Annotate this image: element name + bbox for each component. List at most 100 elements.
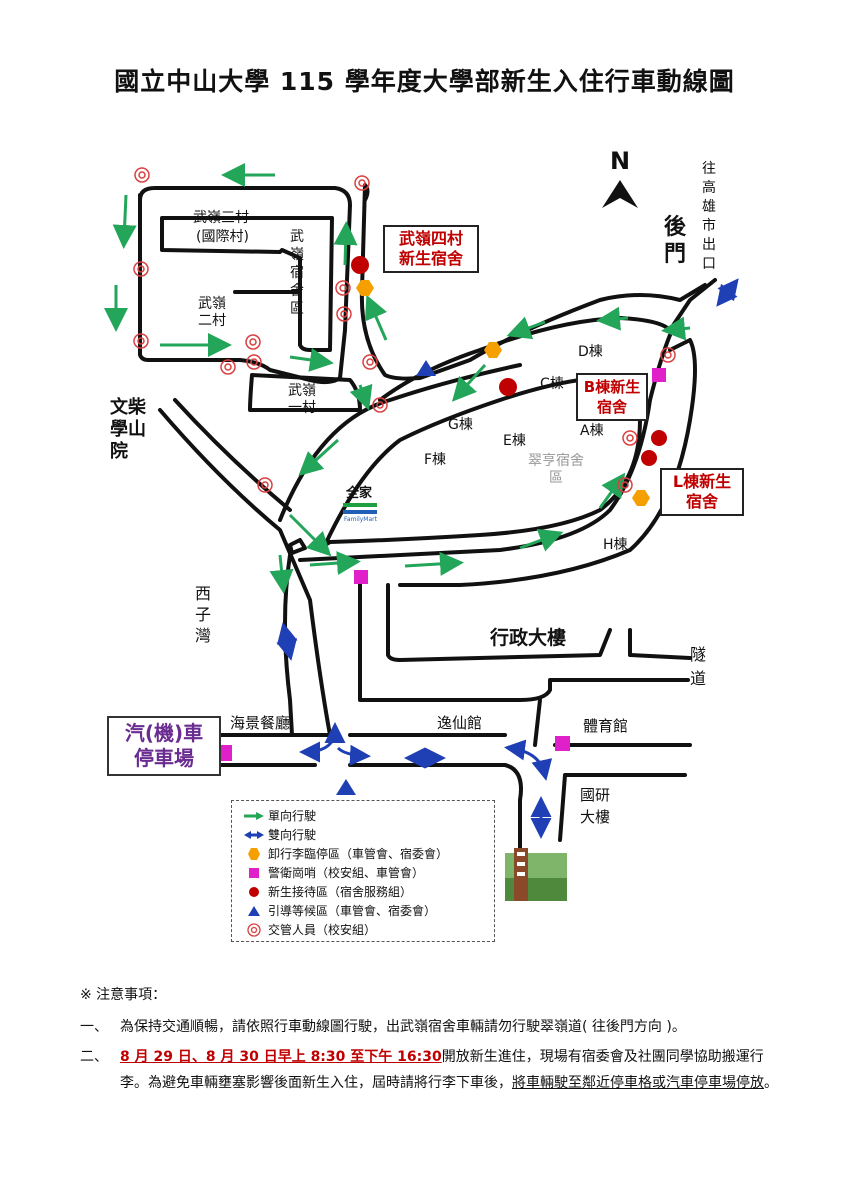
legend-item: 卸行李臨停區（車管會、宿委會） (240, 844, 494, 863)
green-arrow-icon (506, 316, 546, 340)
green-arrow-icon (269, 554, 294, 594)
tower-picture (505, 848, 567, 901)
to-kaohsiung-label: 往高雄市出口 (702, 161, 716, 272)
target-circle-icon (257, 477, 273, 493)
wuling2-label: 武嶺二村 (198, 296, 226, 329)
e-building-label: E棟 (503, 433, 526, 449)
target-circle-icon (362, 354, 378, 370)
target-circle-icon (133, 333, 149, 349)
legend: 單向行駛 雙向行駛 卸行李臨停區（車管會、宿委會） 警衛崗哨（校安組、車管會） … (231, 800, 495, 942)
cuiheng-dorm-area-label: 翠亨宿舍區 (528, 453, 584, 486)
one-way-arrows (104, 163, 691, 594)
green-arrow-icon (598, 472, 626, 509)
familymart-logo (343, 503, 377, 514)
note-1: 一、 為保持交通順暢，請依照行車動線圖行駛，出武嶺宿舍車輛請勿行駛翠嶺道( 往後… (80, 1014, 780, 1040)
gym-label: 體育館 (583, 717, 629, 735)
north-label: N (610, 147, 631, 175)
target-circle-icon (247, 922, 261, 937)
note-2-emphasis: 將車輛駛至鄰近停車格或汽車停車場停放 (512, 1075, 764, 1091)
wuling3-sub-label: (國際村) (196, 229, 249, 245)
blue-fork-arrow-icon (299, 734, 337, 763)
target-circle-icon (617, 477, 633, 493)
guard-posts (216, 368, 666, 761)
tunnel-label: 隧道 (690, 645, 707, 688)
orange-hexagon-icon (484, 342, 502, 358)
notes-header: ※ 注意事項： (80, 987, 167, 1003)
green-arrow-icon (349, 383, 373, 411)
green-arrow-icon (404, 551, 464, 576)
orange-hexagon-icon (632, 490, 650, 506)
legend-item: 引導等候區（車管會、宿委會） (240, 901, 494, 920)
target-circle-icon (245, 334, 261, 350)
target-circle-icon (372, 397, 388, 413)
guide-waiting-areas (336, 360, 436, 795)
legend-item: 單向行駛 (240, 806, 494, 825)
green-arrow-icon (519, 528, 564, 552)
red-circle-icon (651, 430, 667, 446)
green-arrow-icon (596, 306, 629, 331)
target-circle-icon (134, 167, 150, 183)
c-building-label: C棟 (540, 376, 564, 392)
familymart-en-label: FamilyMart (344, 516, 377, 523)
xiziwan-label: 西子灣 (195, 584, 212, 645)
orange-hexagon-icon (248, 847, 260, 860)
yixian-hall-label: 逸仙館 (437, 714, 483, 732)
wuling1-label: 武嶺一村 (288, 383, 316, 416)
green-arrow-icon (364, 294, 388, 341)
red-circle-icon (249, 886, 259, 897)
green-arrow-icon (289, 347, 334, 372)
target-circle-icon (660, 347, 676, 363)
page-title: 國立中山大學 115 學年度大學部新生入住行車動線圖 (114, 67, 735, 96)
blue-triangle-icon (248, 905, 260, 916)
magenta-square-icon (354, 570, 368, 584)
guoyan-building-label: 國研大樓 (580, 786, 611, 826)
note-2-date: 8 月 29 日、8 月 30 日早上 8:30 至下午 16:30 (120, 1049, 442, 1065)
green-arrow-icon (333, 221, 358, 266)
green-arrow-icon (244, 811, 264, 820)
wuling3-label: 武嶺三村 (193, 210, 249, 226)
legend-item: 新生接待區（宿舍服務組） (240, 882, 494, 901)
target-circle-icon (354, 175, 370, 191)
target-circle-icon (220, 359, 236, 375)
note-2: 二、 8 月 29 日、8 月 30 日早上 8:30 至下午 16:30開放新… (80, 1049, 778, 1091)
wuling4-new-dorm-box: 武嶺四村 新生宿舍 (383, 225, 479, 273)
magenta-square-icon (249, 867, 259, 878)
g-building-label: G棟 (448, 417, 473, 433)
legend-item: 交管人員（校安組） (240, 920, 494, 939)
target-circle-icon (622, 430, 638, 446)
reception-areas (351, 256, 667, 466)
wen-shan-college-label: 文柴學山院 (110, 397, 146, 462)
blue-curve-arrow-icon (504, 739, 553, 781)
red-circle-icon (499, 378, 517, 396)
magenta-square-icon (555, 736, 570, 751)
l-building-new-dorm-box: L棟新生宿舍 (660, 468, 744, 516)
red-circle-icon (641, 450, 657, 466)
d-building-label: D棟 (578, 344, 603, 360)
traffic-control-staff (133, 167, 676, 493)
green-arrow-icon (309, 551, 361, 576)
a-building-label: A棟 (580, 423, 604, 439)
target-circle-icon (335, 280, 351, 296)
north-arrow-icon (602, 180, 638, 208)
blue-triangle-icon (336, 779, 356, 795)
green-arrow-icon (661, 316, 691, 341)
admin-building-label: 行政大樓 (490, 627, 567, 649)
red-circle-icon (351, 256, 369, 274)
note-2-text: 開放新生進住，現場有宿委會及社團同學協助搬運行李。為避免車輛壅塞影響後面新生入住… (120, 1049, 764, 1091)
blue-triangle-icon (416, 360, 436, 376)
legend-item: 雙向行駛 (240, 825, 494, 844)
two-way-arrows (276, 278, 739, 839)
green-arrow-icon (451, 363, 487, 402)
green-arrow-icon (112, 194, 137, 249)
note-1-text: 為保持交通順暢，請依照行車動線圖行駛，出武嶺宿舍車輛請勿行駛翠嶺道( 往後門方向… (120, 1019, 686, 1035)
notes: ※ 注意事項： 一、 為保持交通順暢，請依照行車動線圖行駛，出武嶺宿舍車輛請勿行… (80, 982, 780, 1096)
parking-lot-box: 汽(機)車停車場 (107, 716, 221, 776)
green-arrow-icon (288, 513, 332, 557)
green-arrow-icon (298, 438, 340, 477)
h-building-label: H棟 (603, 537, 628, 553)
haijing-restaurant-label: 海景餐廳 (230, 714, 291, 732)
back-gate-label: 後門 (664, 215, 687, 267)
f-building-label: F棟 (424, 452, 447, 468)
legend-item: 警衛崗哨（校安組、車管會） (240, 863, 494, 882)
target-circle-icon (133, 261, 149, 277)
